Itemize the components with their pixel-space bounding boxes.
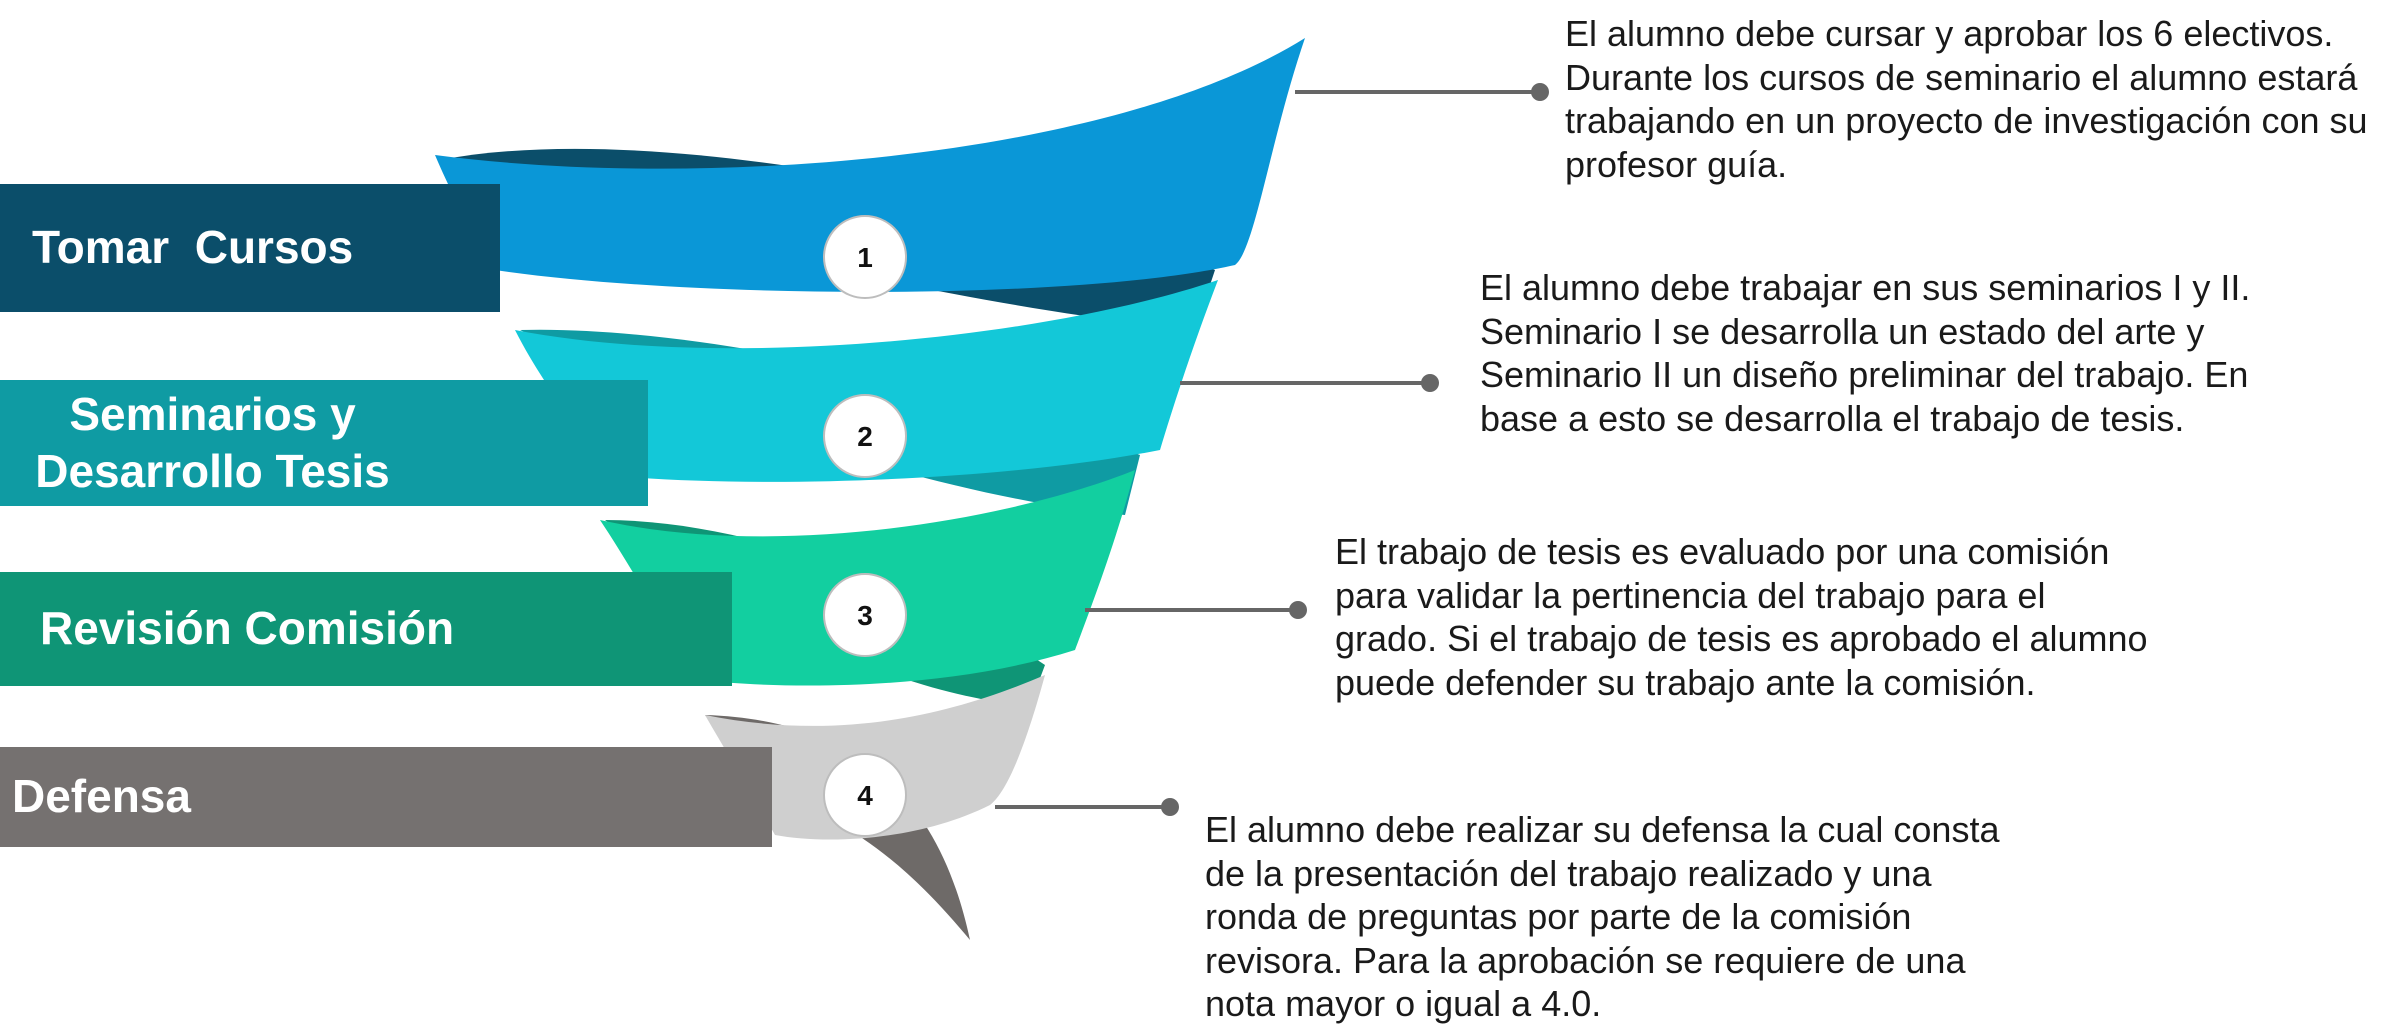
connector-2	[1180, 374, 1439, 392]
svg-text:1: 1	[857, 242, 873, 273]
stage-description-2: El alumno debe trabajar en sus seminario…	[1480, 267, 2251, 439]
connector-1	[1295, 83, 1549, 101]
step-badge-4: 4	[823, 753, 907, 837]
stage-description-4: El alumno debe realizar su defensa la cu…	[1205, 809, 2000, 1024]
step-badge-3: 3	[823, 573, 907, 657]
connector-4	[995, 798, 1179, 816]
svg-text:4: 4	[857, 780, 873, 811]
funnel-ribbon-1	[435, 38, 1305, 292]
svg-text:3: 3	[857, 600, 873, 631]
stage-title-4: Defensa	[12, 770, 191, 823]
stage-title-3: Revisión Comisión	[40, 602, 455, 655]
stage-bar-3: Revisión Comisión	[0, 572, 732, 686]
connector-3	[1085, 601, 1307, 619]
funnel-ribbon-2	[515, 280, 1218, 482]
step-badge-2: 2	[823, 394, 907, 478]
stage-title-1: Tomar Cursos	[32, 221, 354, 274]
step-badge-1: 1	[823, 215, 907, 299]
stage-description-3: El trabajo de tesis es evaluado por una …	[1335, 531, 2148, 703]
svg-text:2: 2	[857, 421, 873, 452]
stage-bar-4: Defensa	[0, 747, 772, 847]
stage-bar-1: Tomar Cursos	[0, 184, 500, 312]
stage-title-2: Seminarios y Desarrollo Tesis	[35, 387, 390, 498]
stage-bar-2: Seminarios y Desarrollo Tesis	[0, 380, 648, 506]
stage-description-1: El alumno debe cursar y aprobar los 6 el…	[1565, 13, 2368, 185]
